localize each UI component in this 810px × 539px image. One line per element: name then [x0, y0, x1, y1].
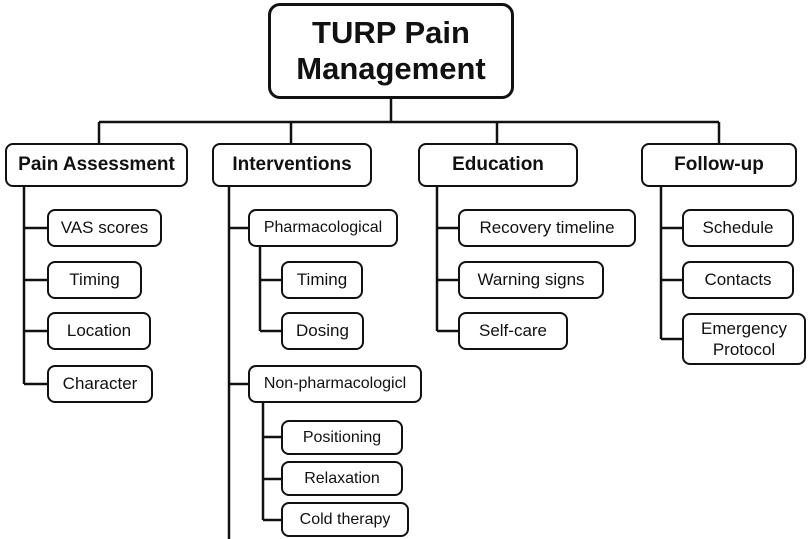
- item-contacts: Contacts: [682, 261, 794, 299]
- item-relaxation: Relaxation: [281, 461, 403, 496]
- category-follow-up: Follow-up: [641, 143, 797, 187]
- item-self-care: Self-care: [458, 312, 568, 350]
- root-title-text: TURP Pain Management: [296, 15, 486, 86]
- item-warning-signs: Warning signs: [458, 261, 604, 299]
- item-vas-scores: VAS scores: [47, 209, 162, 247]
- root-node-title: TURP Pain Management: [268, 3, 514, 99]
- group-pharmacological: Pharmacological: [248, 209, 398, 247]
- group-non-pharmacological: Non-pharmacologicl: [248, 365, 422, 403]
- category-education: Education: [418, 143, 578, 187]
- item-pharm-dosing: Dosing: [281, 312, 364, 350]
- item-recovery-timeline: Recovery timeline: [458, 209, 636, 247]
- item-location: Location: [47, 312, 151, 350]
- item-cold-therapy: Cold therapy: [281, 502, 409, 537]
- item-positioning: Positioning: [281, 420, 403, 455]
- item-character: Character: [47, 365, 153, 403]
- item-pharm-timing: Timing: [281, 261, 363, 299]
- category-interventions: Interventions: [212, 143, 372, 187]
- category-pain-assessment: Pain Assessment: [5, 143, 188, 187]
- item-emergency-protocol: Emergency Protocol: [682, 313, 806, 365]
- item-schedule: Schedule: [682, 209, 794, 247]
- item-timing: Timing: [47, 261, 142, 299]
